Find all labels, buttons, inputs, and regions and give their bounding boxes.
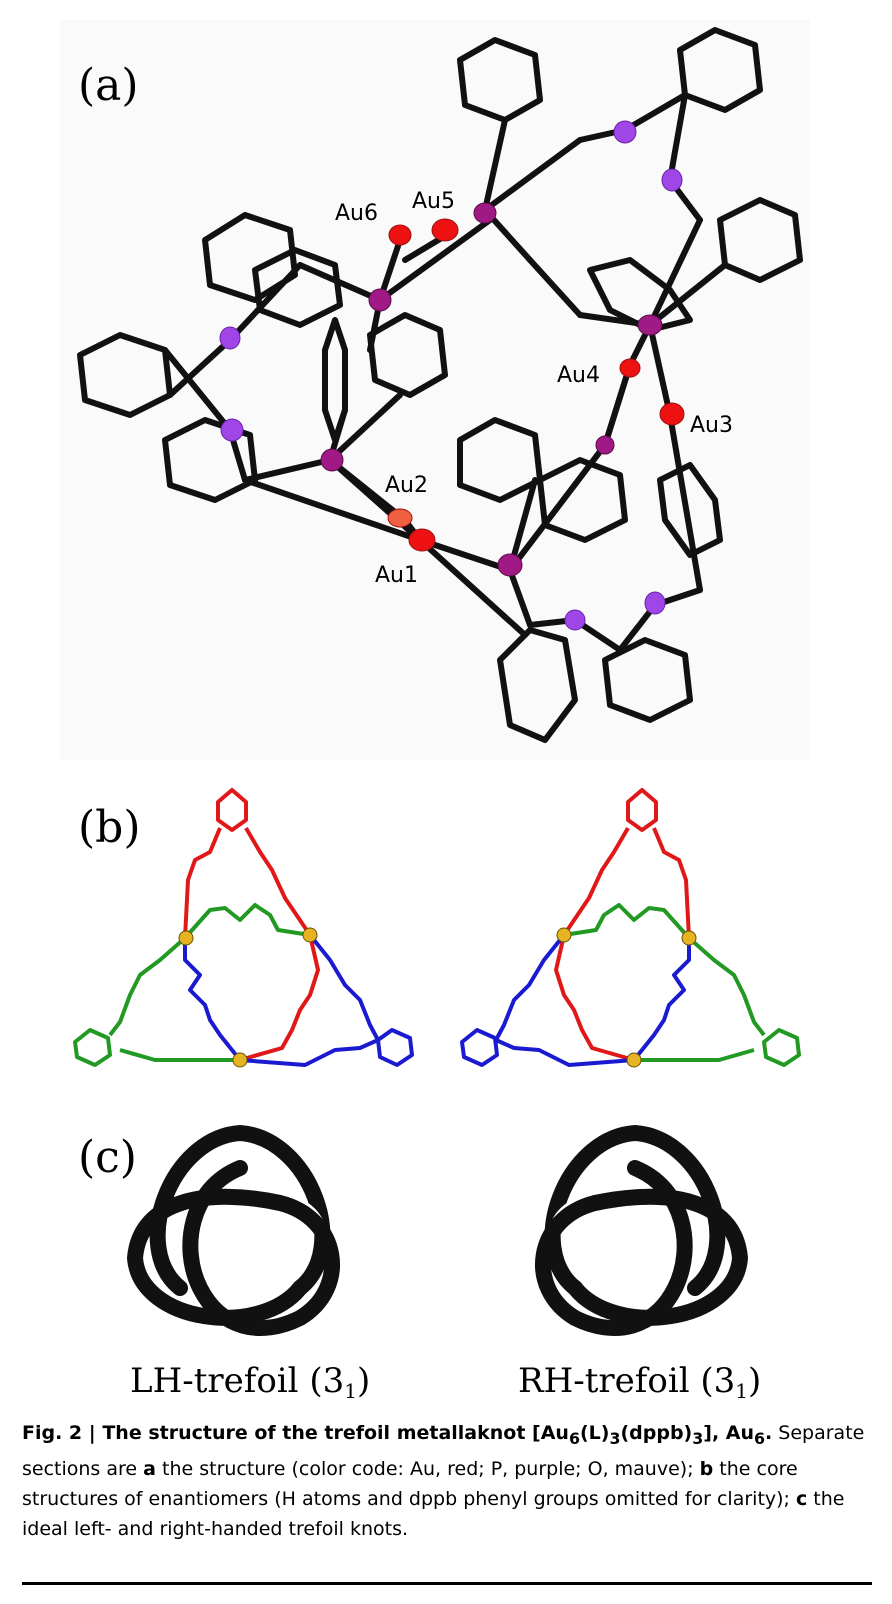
label-au6: Au6: [335, 201, 378, 226]
label-au5: Au5: [412, 189, 455, 214]
core-structures-figure: (b): [73, 788, 801, 1068]
oxygen-atoms: [219, 120, 683, 631]
panel-c-trefoil-knots: (c) LH-trefoil (31) RH-trefoil (31): [60, 1110, 830, 1410]
label-au2: Au2: [385, 473, 428, 498]
caption-title: Fig. 2 | The structure of the trefoil me…: [22, 1422, 773, 1448]
label-au1: Au1: [375, 563, 418, 588]
core-left-enantiomer: [73, 788, 414, 1068]
lh-trefoil-label: LH-trefoil (31): [130, 1361, 370, 1403]
panel-b-letter: (b): [78, 802, 141, 853]
lh-trefoil-knot: [126, 1124, 340, 1336]
label-au4: Au4: [557, 363, 600, 388]
phosphorus-atoms: [320, 202, 663, 577]
trefoil-knots-figure: (c) LH-trefoil (31) RH-trefoil (31): [78, 1124, 761, 1403]
caption-rule: [22, 1582, 872, 1585]
panel-b-core-structures: (b): [60, 780, 830, 1100]
bond-network: [77, 27, 803, 743]
panel-c-letter: (c): [78, 1132, 137, 1183]
panel-a-structure: (a): [60, 20, 810, 760]
rh-trefoil-label: RH-trefoil (31): [518, 1361, 761, 1403]
structure-figure: (a): [77, 27, 803, 743]
label-au3: Au3: [690, 413, 733, 438]
core-right-enantiomer: [460, 788, 801, 1068]
figure-caption: Fig. 2 | The structure of the trefoil me…: [22, 1418, 872, 1544]
rh-trefoil-knot: [535, 1124, 749, 1336]
caption-body: Separate sections are a the structure (c…: [22, 1422, 865, 1540]
gold-atoms: [387, 218, 685, 552]
panel-a-letter: (a): [78, 60, 139, 111]
